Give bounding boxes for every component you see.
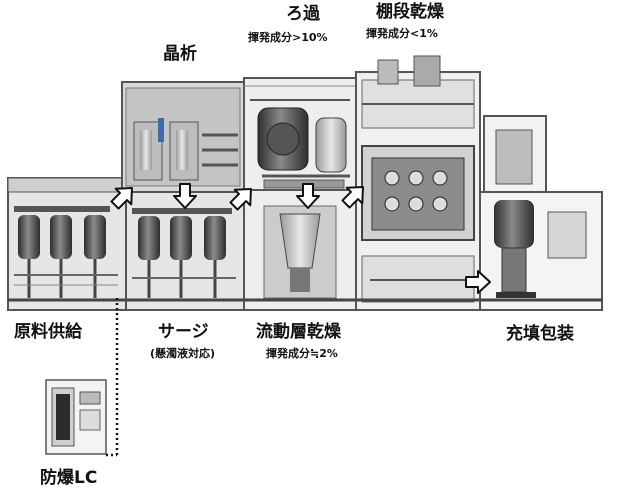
- tray-drying-module: [355, 55, 481, 311]
- fluid-bed-drying-note: 揮発成分≒2%: [266, 347, 338, 360]
- crystallization-label: 晶析: [163, 44, 197, 64]
- filling-packaging-label: 充填包装: [506, 324, 574, 344]
- filtration-module: [243, 77, 357, 191]
- fluid-bed-drying-label: 流動層乾燥: [256, 322, 341, 342]
- crystallization-module: [121, 81, 245, 193]
- block-arrow-icon: [173, 183, 197, 209]
- explosion-proof-lc-unit: [45, 379, 107, 455]
- filling-packaging-module: [479, 115, 603, 311]
- block-arrow-icon: [296, 183, 320, 209]
- raw-material-supply-module: [7, 177, 127, 311]
- raw-material-supply-label: 原料供給: [14, 322, 82, 342]
- explosion-proof-lc-label: 防爆LC: [40, 468, 98, 488]
- filtration-note: 揮発成分>10%: [248, 31, 328, 44]
- block-arrow-icon: [110, 187, 133, 210]
- block-arrow-icon: [341, 186, 364, 209]
- flow-arrows: [110, 183, 491, 294]
- tray-drying-label: 棚段乾燥: [376, 2, 444, 22]
- block-arrow-icon: [229, 188, 252, 211]
- surge-note: (懸濁液対応): [150, 347, 216, 360]
- fluid-bed-drying-module: [243, 189, 357, 311]
- filtration-label: ろ過: [286, 4, 320, 24]
- surge-label: サージ: [158, 322, 209, 342]
- surge-module: [125, 191, 245, 311]
- block-arrow-icon: [465, 270, 491, 294]
- tray-drying-note: 揮発成分<1%: [366, 27, 438, 40]
- raw-material-vessels: [14, 206, 118, 298]
